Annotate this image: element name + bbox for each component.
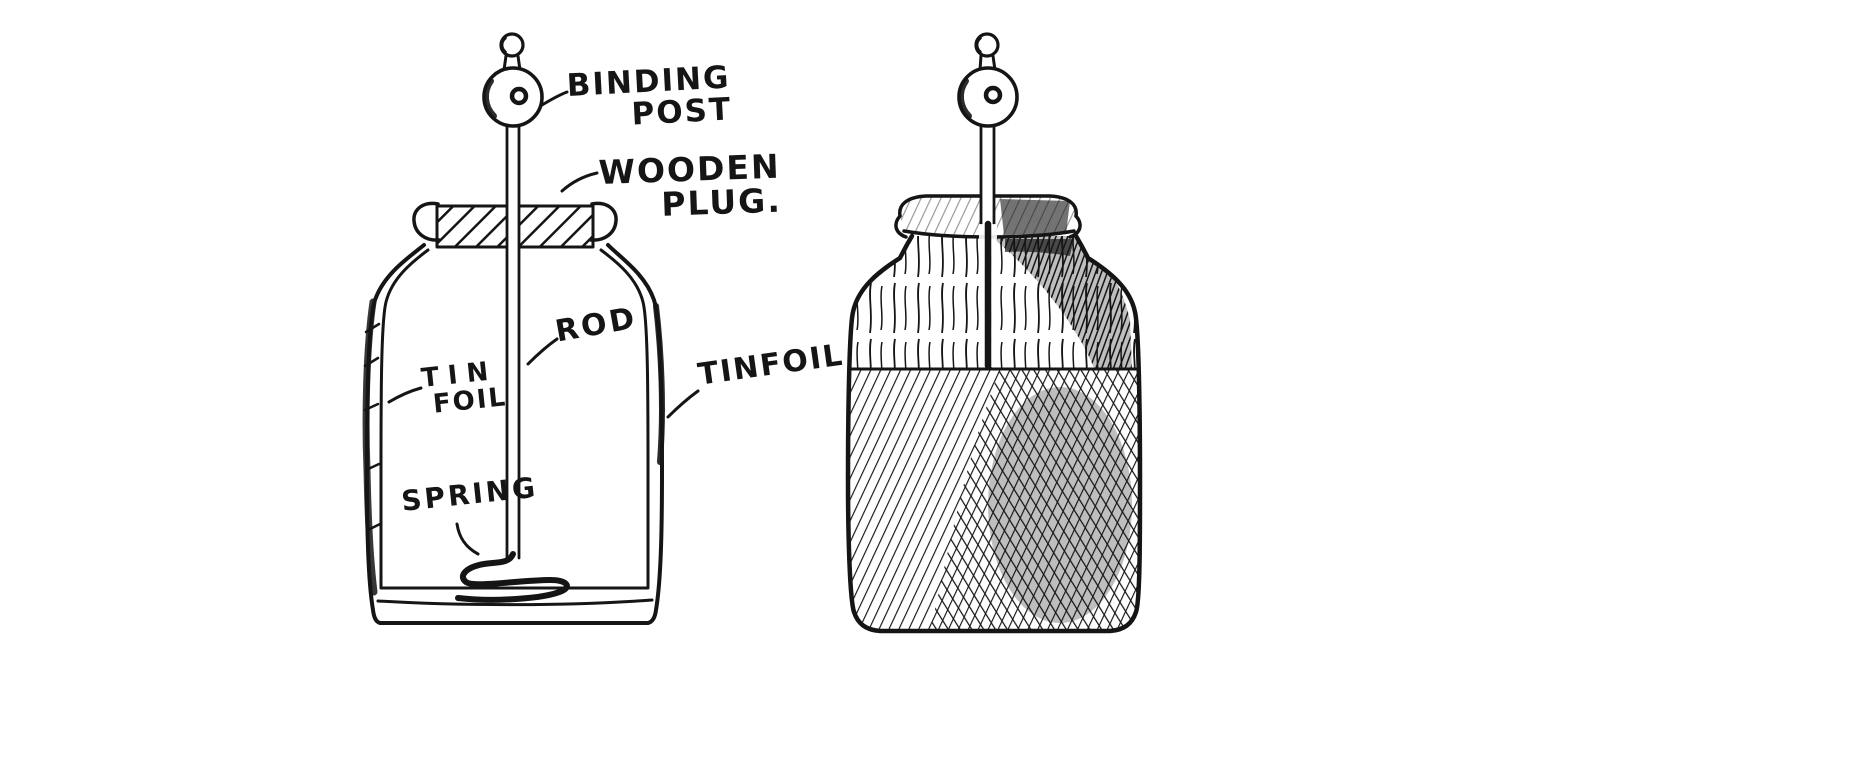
rod: [505, 124, 521, 560]
label-tin-foil: TIN FOIL: [420, 356, 509, 420]
label-wooden-plug: WOODEN PLUG.: [598, 147, 783, 225]
leader-tinfoil: [666, 389, 700, 419]
jar-lip-left: [412, 201, 441, 242]
right-jar-exterior: [845, 32, 1143, 634]
shoulder-dark-patch: [995, 236, 1132, 370]
leader-rod: [526, 337, 559, 366]
rod: [979, 124, 997, 370]
jar-body-outline: [845, 233, 1143, 634]
outer-foil-shading: [362, 298, 665, 596]
leader-wooden-plug: [560, 171, 599, 193]
binding-post-hole: [983, 85, 1003, 105]
binding-post-hole: [509, 86, 529, 106]
jar-surface-shading: [848, 236, 1140, 631]
left-jar-cross-section: [362, 32, 665, 625]
binding-post: [482, 32, 544, 128]
binding-post: [957, 32, 1019, 128]
spring: [455, 551, 570, 603]
tinfoil-dark-shading: [930, 369, 1140, 631]
label-binding-post: BINDING POST: [566, 59, 733, 134]
leader-binding-post: [540, 90, 569, 107]
leader-spring: [455, 522, 480, 556]
jar-bottom-line: [376, 598, 654, 607]
leader-tin-foil: [387, 386, 423, 404]
jar-lip-right: [589, 201, 618, 242]
tinfoil-lining-inner: [379, 248, 650, 590]
leader-lines: [387, 90, 700, 556]
